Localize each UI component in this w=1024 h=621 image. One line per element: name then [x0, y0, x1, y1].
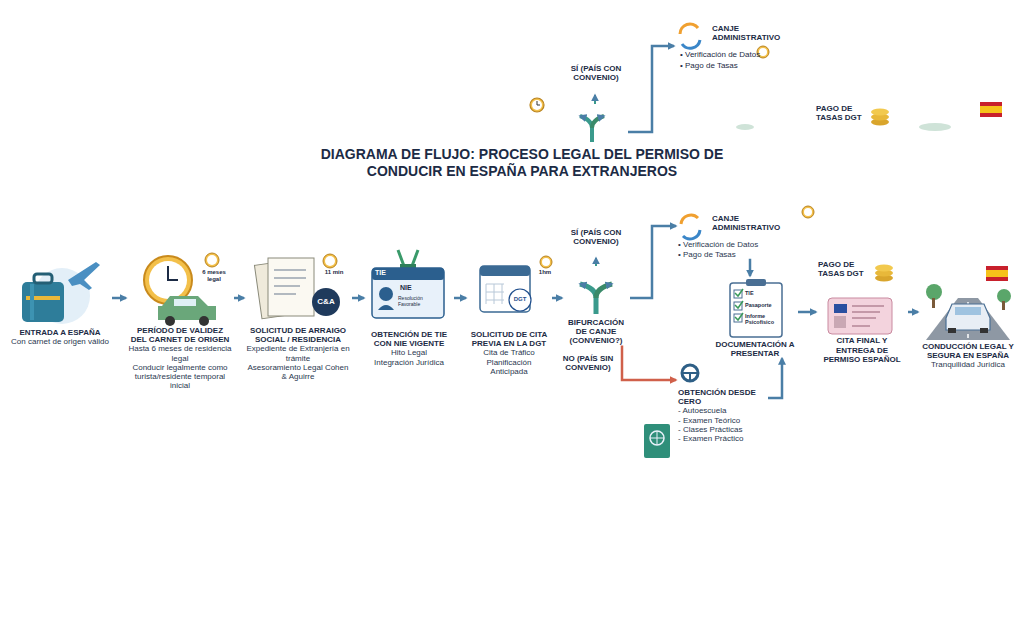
step-detail: Planificación Anticipada [468, 358, 550, 376]
clock-car-icon [144, 253, 219, 326]
step-title: CONDUCCIÓN LEGAL Y SEGURA EN ESPAÑA [920, 342, 1016, 360]
entry-step: ENTRADA A ESPAÑACon carnet de origen vál… [8, 262, 112, 346]
flow-arrow [552, 297, 562, 300]
calendar-icon [480, 256, 552, 312]
branch-label: SÍ (PAÍS CON CONVENIO) [567, 64, 625, 82]
step-title: SOLICITUD DE ARRAIGO SOCIAL / RESIDENCIA [246, 326, 350, 344]
step-title: PAGO DE TASAS DGT [818, 260, 874, 278]
clock-note: 1hm [536, 269, 554, 276]
travel-icon [22, 262, 100, 324]
flow-arrow [908, 311, 918, 314]
card-text: TIE [375, 269, 399, 277]
id-card-icon [372, 250, 444, 318]
clock-note: 11 min [320, 269, 348, 276]
flow-arrow [112, 297, 126, 300]
step-detail: Hasta 6 meses de residencia legal [128, 344, 232, 362]
step-detail: - Examen Práctico [678, 434, 766, 443]
step-detail: Asesoramiento Legal Cohen & Aguirre [246, 363, 350, 381]
road-car-icon [926, 266, 1011, 340]
branch-label: SÍ (PAÍS CON CONVENIO) [566, 228, 626, 246]
result-step: CONDUCCIÓN LEGAL Y SEGURA EN ESPAÑATranq… [918, 262, 1018, 370]
step-title: BIFURCACIÓN DE CANJE (CONVENIO?) [564, 318, 628, 346]
flow-arrow [352, 297, 364, 300]
step-title: CANJE ADMINISTRATIVO [712, 214, 806, 232]
exchange-heading: CANJE ADMINISTRATIVO [712, 24, 796, 42]
step-detail: - Examen Teórico [678, 416, 766, 425]
step-detail: Conducir legalmente como turista/residen… [128, 363, 232, 391]
step-detail: Expediente de Extranjería en trámite [246, 344, 350, 362]
checklist-item: TIE [745, 290, 779, 296]
decision-step: BIFURCACIÓN DE CANJE (CONVENIO?) [562, 268, 630, 346]
card-text: Resolución Favorable [398, 296, 442, 308]
step-detail: Hito Legal [366, 348, 452, 357]
step-detail: Tranquilidad Jurídica [920, 360, 1016, 369]
step-title: PERÍODO DE VALIDEZ DEL CARNET DE ORIGEN [128, 326, 232, 344]
card-text: NIE [400, 284, 440, 292]
logo-text: C&A [310, 297, 342, 306]
from-scratch-step: OBTENCIÓN DESDE CERO- Autoescuela- Exame… [676, 362, 768, 443]
step-detail: Cita de Tráfico [468, 348, 550, 357]
fee-heading: PAGO DE TASAS DGT [816, 104, 872, 122]
diagram-title: DIAGRAMA DE FLUJO: PROCESO LEGAL DEL PER… [292, 146, 752, 180]
step-detail: - Clases Prácticas [678, 425, 766, 434]
flow-arrow [234, 297, 244, 300]
top-fragment [530, 24, 1002, 142]
exchange-step: CANJE ADMINISTRATIVO • Verificación de Da… [676, 212, 808, 259]
fork-arrows-icon [580, 258, 612, 314]
flow-arrow [749, 259, 752, 276]
step-title: ENTRADA A ESPAÑA [10, 328, 110, 337]
step-detail: - Autoescuela [678, 406, 766, 415]
step-title: DOCUMENTACIÓN A PRESENTAR [714, 340, 796, 358]
bullet-item: • Pago de Tasas [680, 61, 800, 70]
flow-arrow [768, 358, 782, 398]
step-detail: Integración Jurídica [366, 358, 452, 367]
bullet-item: • Verificación de Datos [680, 50, 800, 59]
step-detail: CITA FINAL Y ENTREGA DE PERMISO ESPAÑOL [818, 336, 906, 364]
checklist-item: Informe Psicofísico [745, 313, 779, 326]
exchange-icon [681, 206, 814, 239]
step-detail: Con carnet de origen válido [10, 337, 110, 346]
step-title: SOLICITUD DE CITA PREVIA EN LA DGT [468, 330, 550, 348]
branch-label: NO (PAÍS SIN CONVENIO) [560, 354, 616, 372]
documents-icon [254, 254, 340, 319]
step-detail: • Verificación de Datos [678, 240, 806, 249]
step-detail: • Pago de Tasas [678, 250, 806, 259]
flow-arrow [622, 346, 676, 380]
clock-note: 6 meses legal [196, 269, 232, 283]
final-appointment-step: PAGO DE TASAS DGT CITA FINAL Y ENTREGA DE… [816, 260, 908, 364]
step-title: OBTENCIÓN DE TIE CON NIE VIGENTE [366, 330, 452, 348]
tie-step: OBTENCIÓN DE TIE CON NIE VIGENTEHito Leg… [364, 250, 454, 367]
logo-text: DGT [508, 296, 532, 303]
flow-arrow [630, 226, 676, 298]
step-title: OBTENCIÓN DESDE CERO [678, 388, 766, 406]
flow-arrow [454, 297, 466, 300]
flow-arrow [798, 311, 816, 314]
checklist-item: Pasaporte [745, 302, 779, 308]
checklist-icon [730, 279, 782, 337]
